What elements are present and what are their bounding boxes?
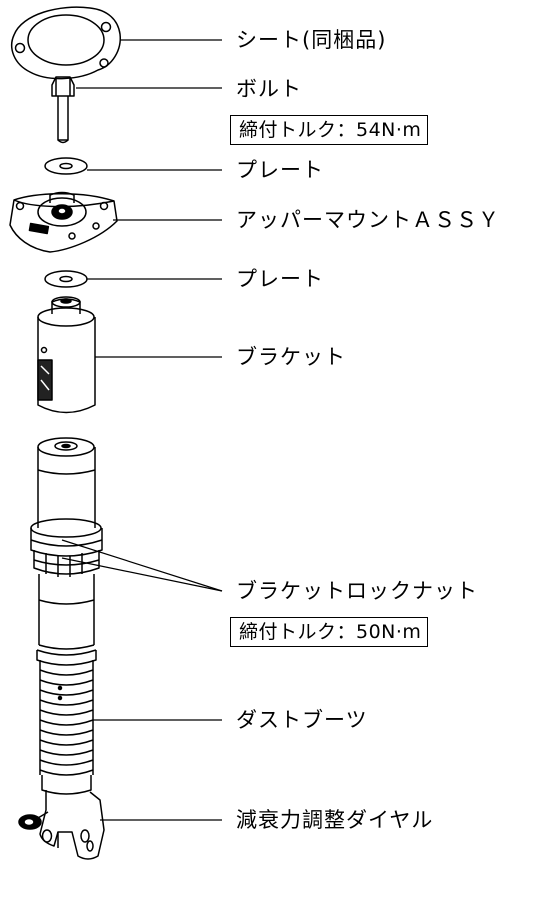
label-bolt: ボルト <box>236 77 302 101</box>
bracket-part <box>37 296 96 414</box>
label-lock-nut: ブラケットロックナット <box>236 579 478 603</box>
torque-lock-nut: 締付トルク：50N·m <box>230 617 429 647</box>
upper-mount-part <box>9 191 118 253</box>
torque-bolt: 締付トルク：54N·m <box>230 115 429 145</box>
shock-body-part <box>30 437 103 666</box>
label-damping-dial: 減衰力調整ダイヤル <box>236 808 434 832</box>
plate-upper-part <box>44 157 88 175</box>
label-dust-boot: ダストブーツ <box>236 708 368 732</box>
leader-lines <box>61 39 223 821</box>
label-plate-lower: プレート <box>236 267 324 291</box>
damping-dial-part <box>18 790 105 860</box>
bolt-part <box>51 76 75 144</box>
label-sheet: シート(同梱品) <box>236 28 387 52</box>
label-upper-mount: アッパーマウントＡＳＳＹ <box>236 208 500 232</box>
label-plate-upper: プレート <box>236 158 324 182</box>
sheet-part <box>10 6 121 80</box>
label-bracket: ブラケット <box>236 345 346 369</box>
dust-boot-part <box>39 660 94 795</box>
plate-lower-part <box>44 270 88 288</box>
